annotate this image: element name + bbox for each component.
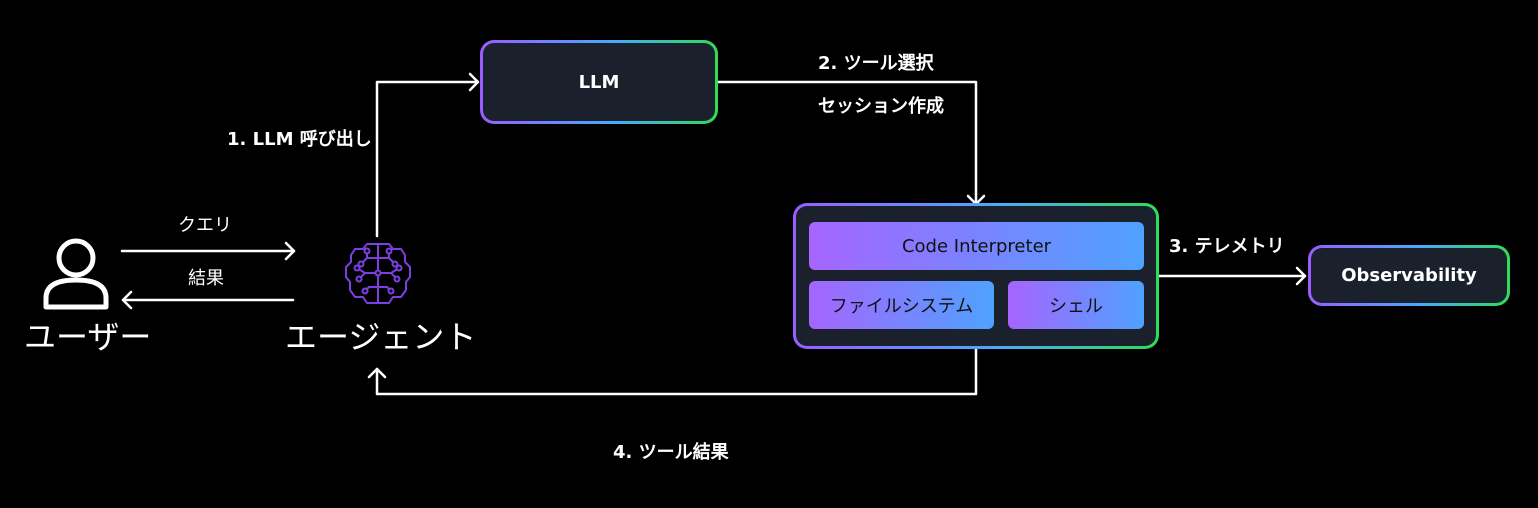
llm-call-arrow (375, 72, 480, 238)
session-create-label: セッション作成 (818, 96, 944, 117)
user-label: ユーザー (24, 318, 152, 356)
llm-node: LLM (480, 40, 718, 124)
tool-result-arrow (367, 346, 978, 396)
user-icon (43, 238, 109, 310)
shell-tool: シェル (1008, 281, 1144, 329)
query-label: クエリ (178, 215, 232, 236)
filesystem-tool: ファイルシステム (809, 281, 994, 329)
agent-label: エージェント (285, 318, 477, 356)
result-label: 結果 (188, 268, 224, 289)
observability-node-label: Observability (1311, 248, 1507, 303)
observability-node: Observability (1308, 245, 1510, 306)
telemetry-label: 3. テレメトリ (1169, 236, 1285, 257)
llm-node-label: LLM (483, 43, 715, 121)
tool-select-label: 2. ツール選択 (818, 53, 934, 74)
tool-result-label: 4. ツール結果 (613, 442, 729, 463)
query-arrow (120, 241, 296, 261)
llm-call-label: 1. LLM 呼び出し (227, 129, 372, 150)
code-interpreter-tool: Code Interpreter (809, 222, 1144, 270)
result-arrow (121, 290, 295, 310)
brain-circuit-icon (345, 243, 411, 304)
telemetry-arrow (1156, 266, 1307, 286)
